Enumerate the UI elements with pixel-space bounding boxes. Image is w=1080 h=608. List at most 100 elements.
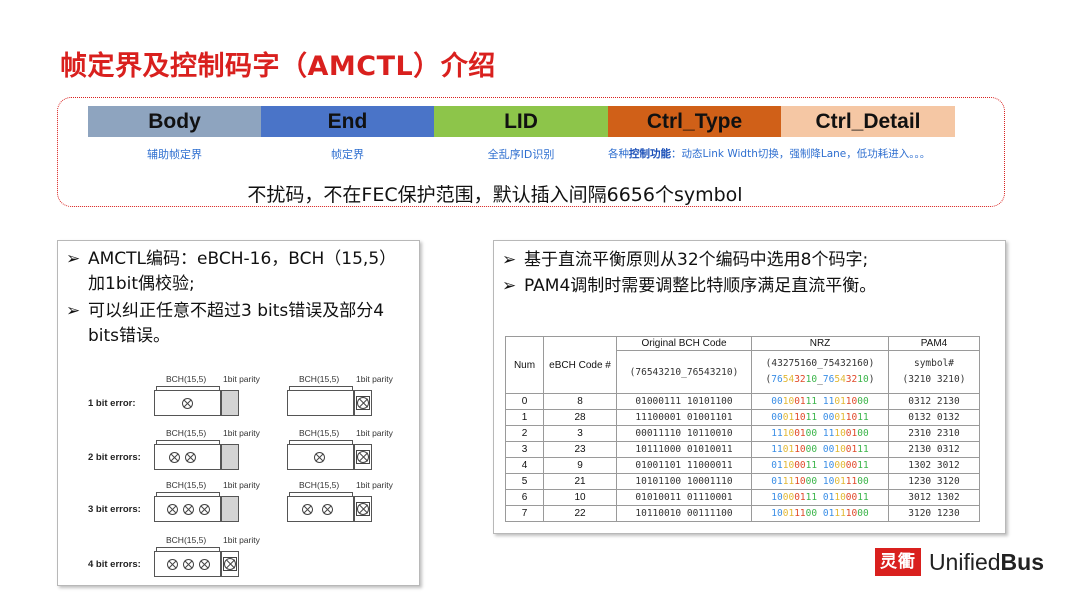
bch-block	[287, 496, 354, 522]
bch-label: BCH(15,5)	[166, 428, 207, 438]
error-x-icon	[182, 398, 193, 409]
pam4-subheader-line2: (3210 3210)	[902, 374, 966, 385]
segment-body-desc: 辅助帧定界	[147, 148, 202, 161]
segment-body-label: Body	[148, 109, 201, 133]
cell-nrz: 01111000 10011100	[751, 473, 889, 490]
cell-ebch-code: 22	[543, 505, 617, 522]
col-nrz-subheader: (43275160_75432160)(76543210_76543210)	[751, 350, 889, 394]
segment-lid-label: LID	[504, 109, 538, 133]
error-x-icon	[185, 452, 196, 463]
col-orig-header: Original BCH Code	[616, 336, 752, 351]
cell-nrz: 11100100 11100100	[751, 425, 889, 442]
error-x-icon	[183, 504, 194, 515]
cell-ebch-code: 8	[543, 393, 617, 410]
pam4-subheader-line1: symbol#	[913, 358, 955, 369]
col-pam4-header: PAM4	[888, 336, 980, 351]
ctrl-type-desc-prefix: 各种	[608, 148, 629, 160]
cell-pam4: 0132 0132	[888, 409, 980, 426]
cell-num: 2	[505, 425, 544, 442]
error-x-icon	[223, 557, 237, 571]
bch-bracket	[156, 386, 220, 390]
parity-label: 1bit parity	[356, 374, 393, 384]
bch-block	[287, 444, 354, 470]
cell-original-bch: 01000111 10101100	[616, 393, 752, 410]
parity-block	[221, 390, 239, 416]
parity-block	[354, 444, 372, 470]
bch-bracket	[289, 386, 353, 390]
error-x-icon	[302, 504, 313, 515]
bch-block	[154, 444, 221, 470]
frame-structure-box	[57, 97, 1005, 207]
col-num-header: Num	[505, 336, 544, 394]
error-x-icon	[167, 504, 178, 515]
cell-ebch-code: 9	[543, 457, 617, 474]
col-pam4-subheader: symbol# (3210 3210)	[888, 350, 980, 394]
parity-block	[221, 444, 239, 470]
parity-label: 1bit parity	[356, 480, 393, 490]
bch-bracket	[156, 492, 220, 496]
error-x-icon	[169, 452, 180, 463]
cell-original-bch: 10111000 01010011	[616, 441, 752, 458]
logo-mark: 灵衢	[874, 548, 921, 576]
nrz-subheader-line1: (43275160_75432160)	[765, 358, 875, 369]
row-label-2bit: 2 bit errors:	[88, 452, 141, 463]
cell-pam4: 2130 0312	[888, 441, 980, 458]
slide-title: 帧定界及控制码字（AMCTL）介绍	[60, 51, 496, 82]
left-bullet-1: ➢AMCTL编码：eBCH-16，BCH（15,5）加1bit偶校验;	[66, 247, 411, 297]
parity-block	[221, 496, 239, 522]
segment-end: End	[261, 106, 434, 137]
cell-nrz: 01100011 10000011	[751, 457, 889, 474]
logo-text-a: Unified	[928, 548, 1001, 575]
error-x-icon-inner	[357, 503, 369, 515]
right-bullet-1-text: 基于直流平衡原则从32个编码中选用8个码字;	[524, 250, 869, 270]
cell-ebch-code: 3	[543, 425, 617, 442]
cell-original-bch: 10101100 10001110	[616, 473, 752, 490]
left-bullet-2: ➢可以纠正任意不超过3 bits错误及部分4 bits错误。	[66, 299, 411, 349]
row-label-4bit: 4 bit errors:	[88, 559, 141, 570]
error-x-icon	[356, 450, 370, 464]
unifiedbus-logo: 灵衢 UnifiedBus	[874, 548, 1044, 576]
cell-nrz: 10011100 01111000	[751, 505, 889, 522]
bch-bracket	[289, 492, 353, 496]
row-label-3bit: 3 bit errors:	[88, 504, 141, 515]
bch-block	[154, 496, 221, 522]
cell-original-bch: 01010011 01110001	[616, 489, 752, 506]
error-x-icon	[322, 504, 333, 515]
parity-label: 1bit parity	[223, 428, 260, 438]
cell-num: 4	[505, 457, 544, 474]
segment-ctrl-detail: Ctrl_Detail	[781, 106, 955, 137]
ctrl-type-desc-text: ：动态Link Width切换，强制降Lane，低功耗进入。。。	[671, 148, 931, 160]
cell-pam4: 3120 1230	[888, 505, 980, 522]
parity-label: 1bit parity	[223, 374, 260, 384]
bch-block	[287, 390, 354, 416]
bch-bracket	[156, 440, 220, 444]
col-nrz-header: NRZ	[751, 336, 889, 351]
cell-original-bch: 11100001 01001101	[616, 409, 752, 426]
bch-label: BCH(15,5)	[299, 480, 340, 490]
right-bullet-2-text: PAM4调制时需要调整比特顺序满足直流平衡。	[524, 276, 877, 296]
row-label-1bit: 1 bit error:	[88, 398, 136, 409]
cell-ebch-code: 23	[543, 441, 617, 458]
error-x-icon	[199, 559, 210, 570]
cell-nrz: 00011011 00011011	[751, 409, 889, 426]
cell-num: 7	[505, 505, 544, 522]
segment-body: Body	[88, 106, 261, 137]
bch-bracket	[289, 440, 353, 444]
cell-original-bch: 10110010 00111100	[616, 505, 752, 522]
cell-ebch-code: 10	[543, 489, 617, 506]
ctrl-type-desc-bold: 控制功能	[629, 148, 671, 160]
cell-num: 3	[505, 441, 544, 458]
cell-pam4: 1302 3012	[888, 457, 980, 474]
cell-nrz: 00100111 11011000	[751, 393, 889, 410]
parity-label: 1bit parity	[223, 535, 260, 545]
cell-original-bch: 01001101 11000011	[616, 457, 752, 474]
bch-bracket	[156, 547, 220, 551]
cell-nrz: 11011000 00100111	[751, 441, 889, 458]
cell-pam4: 0312 2130	[888, 393, 980, 410]
parity-label: 1bit parity	[223, 480, 260, 490]
error-x-icon	[183, 559, 194, 570]
